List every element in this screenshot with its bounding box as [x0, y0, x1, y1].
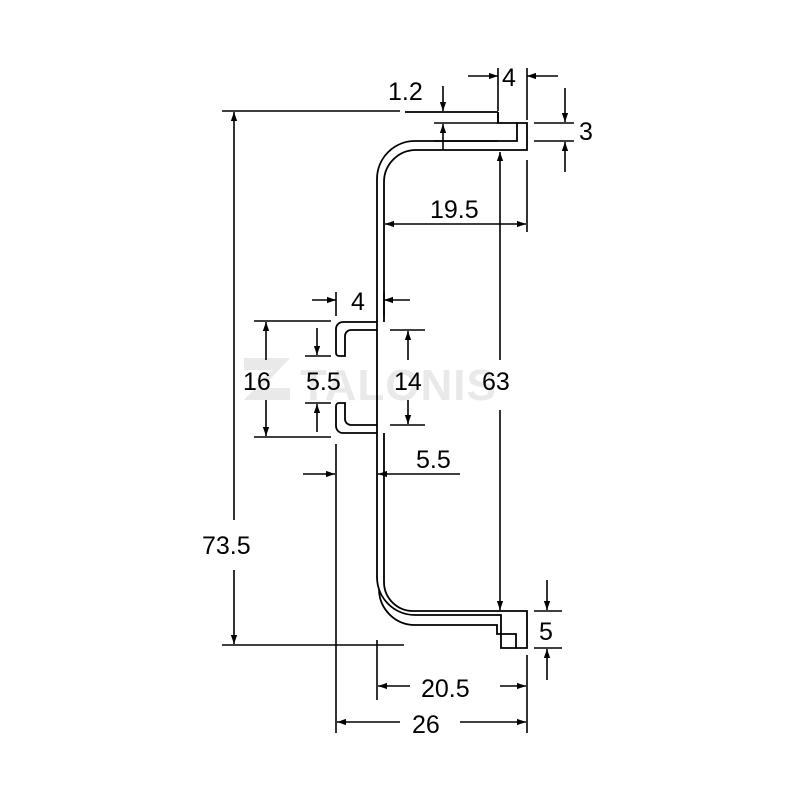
dim-label-total-height: 73.5	[202, 532, 251, 560]
dim-label-bottom-lip-height: 5	[539, 618, 553, 646]
profile-outline	[335, 111, 528, 649]
dimension-labels: 4 1.2 3 19.5 4 16 5.5 14 63 5.5 73.5 5 2…	[202, 64, 593, 739]
profile-outer-wall	[376, 112, 518, 649]
dim-label-top-lip-width: 4	[502, 64, 516, 92]
dim-label-slot-opening: 5.5	[306, 368, 341, 396]
dim-label-slot-height-outer: 16	[243, 368, 271, 396]
dim-label-top-lip-height: 3	[579, 118, 593, 146]
profile-slot	[335, 321, 377, 434]
dimension-lines	[230, 72, 569, 726]
watermark-logo-icon	[244, 358, 290, 400]
watermark-logo: TALONIS	[244, 358, 497, 410]
dim-label-bottom-depth: 20.5	[421, 675, 470, 703]
profile-inner-wall	[383, 111, 528, 649]
watermark-text: TALONIS	[300, 361, 497, 410]
dim-label-total-width: 26	[412, 711, 440, 739]
dim-label-top-gap: 1.2	[388, 78, 423, 106]
dim-label-slot-height-inner: 14	[394, 368, 422, 396]
extension-lines	[222, 68, 574, 733]
dim-label-top-depth: 19.5	[430, 196, 479, 224]
dim-label-body-height: 63	[482, 368, 510, 396]
dim-label-center-slot-width: 4	[351, 288, 365, 316]
dim-label-wall-offset: 5.5	[416, 446, 451, 474]
